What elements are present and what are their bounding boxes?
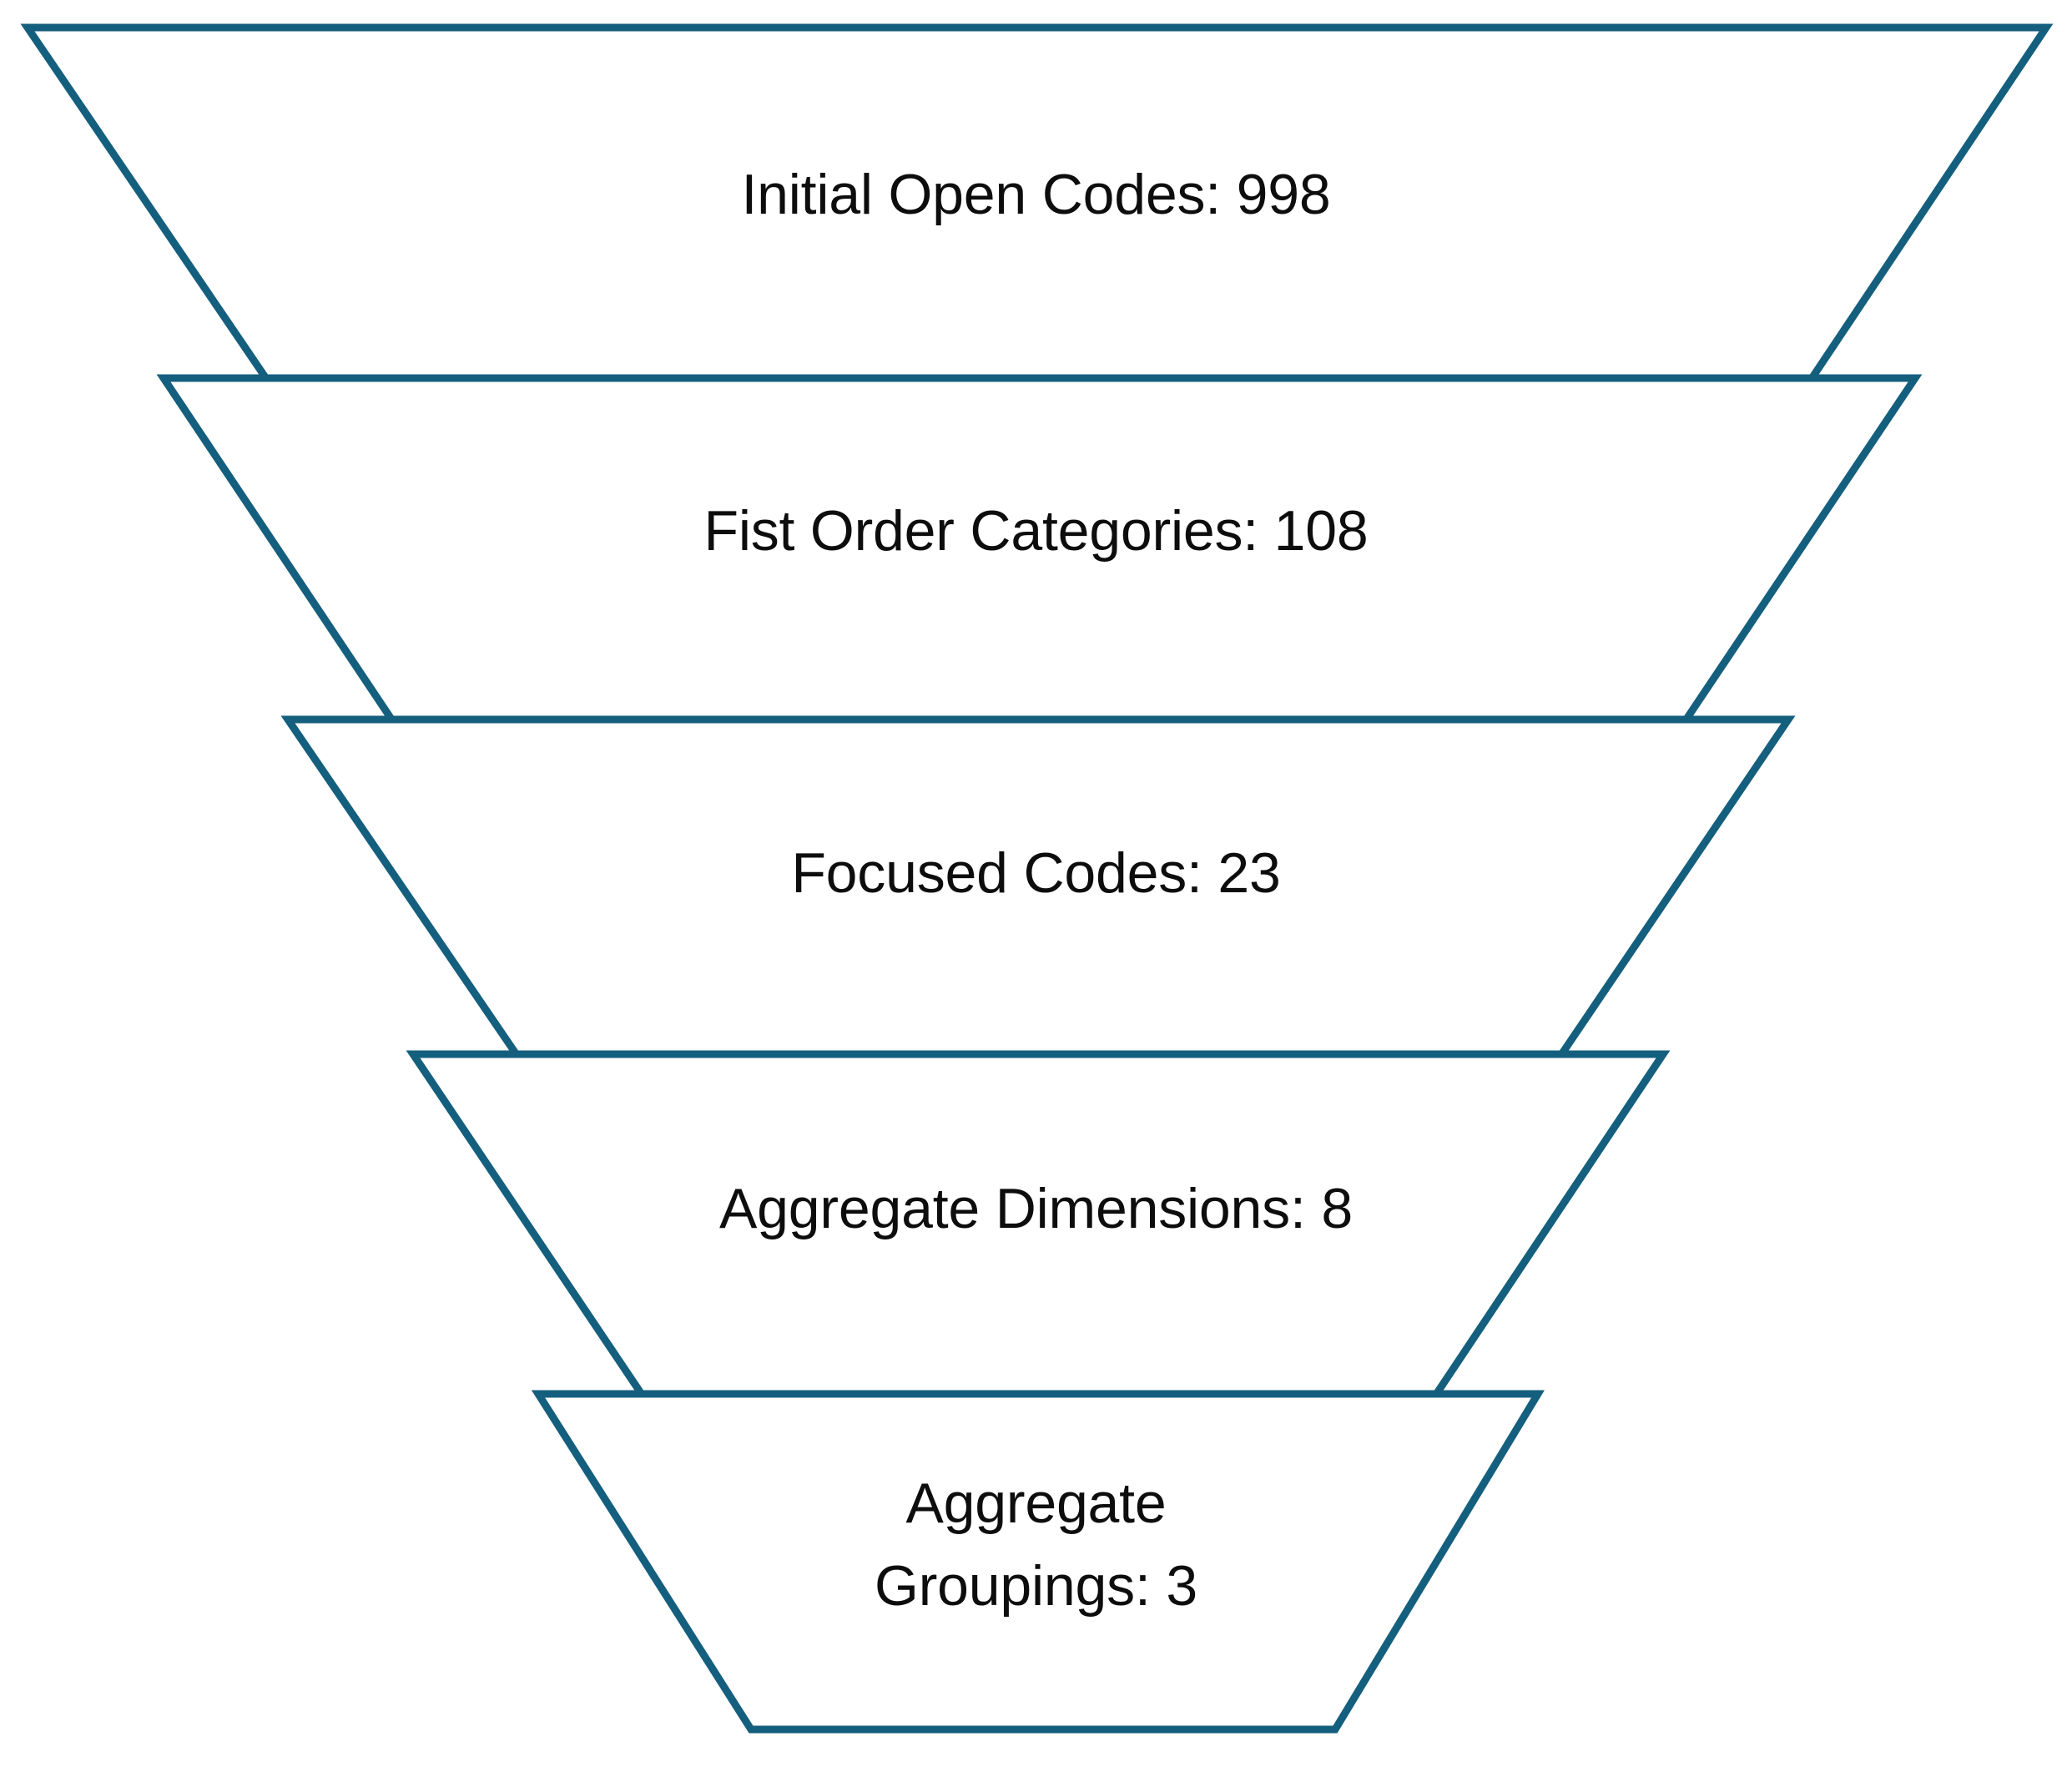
funnel-band-4-shape[interactable]	[413, 1054, 1663, 1396]
funnel-band-3-shape[interactable]	[288, 719, 1788, 1056]
funnel-band-2-shape[interactable]	[164, 378, 1915, 720]
funnel-band-1-shape[interactable]	[28, 28, 2046, 380]
funnel-band-5-shape[interactable]	[538, 1394, 1538, 1729]
